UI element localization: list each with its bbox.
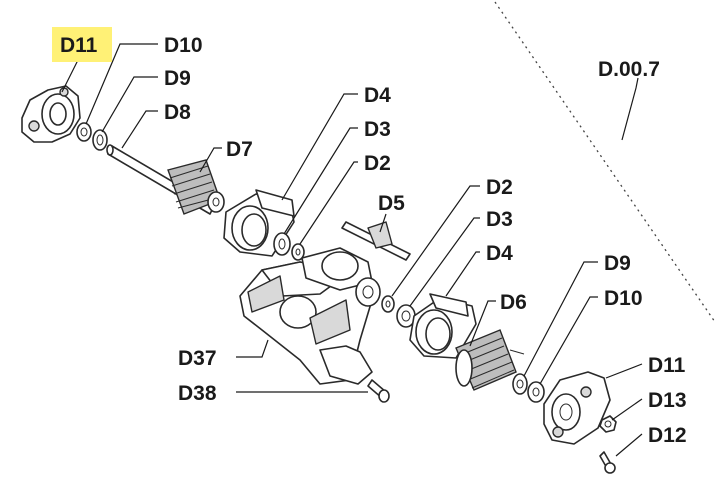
label-d4-top: D4 (364, 84, 391, 107)
washer-d9-right-part (512, 373, 528, 395)
spring-d7-part (167, 159, 225, 215)
leader-lines (61, 43, 643, 457)
clamp-ring-d4-right-part (409, 293, 477, 359)
label-d8: D8 (164, 101, 191, 124)
bracket-d11-top-part (21, 85, 81, 143)
label-d37: D37 (178, 347, 217, 370)
washer-d9-top-part (92, 129, 108, 151)
washer-d10-top-part (76, 122, 92, 142)
washer-d3-top-part (273, 232, 291, 256)
label-d10-right: D10 (604, 287, 643, 310)
label-d4-right: D4 (486, 242, 513, 265)
label-d10-top: D10 (164, 34, 203, 57)
pin-d5-part (341, 221, 411, 261)
label-d2-right: D2 (486, 176, 513, 199)
washer-d2-top-part (291, 243, 305, 261)
label-d38: D38 (178, 382, 217, 405)
label-d3-top: D3 (364, 118, 391, 141)
label-d11-top: D11 (60, 34, 98, 57)
highlight-d11-box (52, 27, 112, 62)
washer-d10-right-part (527, 381, 545, 403)
label-d9-top: D9 (164, 67, 191, 90)
label-d12: D12 (648, 424, 687, 447)
label-d13: D13 (648, 389, 687, 412)
screw-d38-part (367, 379, 390, 403)
label-d6: D6 (500, 291, 527, 314)
washer-d2-right-part (381, 295, 395, 313)
screw-d12-part (599, 451, 616, 474)
label-d11-right: D11 (648, 354, 686, 377)
label-d7: D7 (226, 138, 253, 161)
bracket-d11-right-part (543, 371, 611, 445)
label-d3-right: D3 (486, 208, 513, 231)
label-d5: D5 (378, 192, 405, 215)
label-assembly-d007: D.00.7 (598, 58, 660, 81)
label-d2-top: D2 (364, 152, 391, 175)
housing-d37-part (239, 247, 381, 385)
label-d9-right: D9 (604, 252, 631, 275)
